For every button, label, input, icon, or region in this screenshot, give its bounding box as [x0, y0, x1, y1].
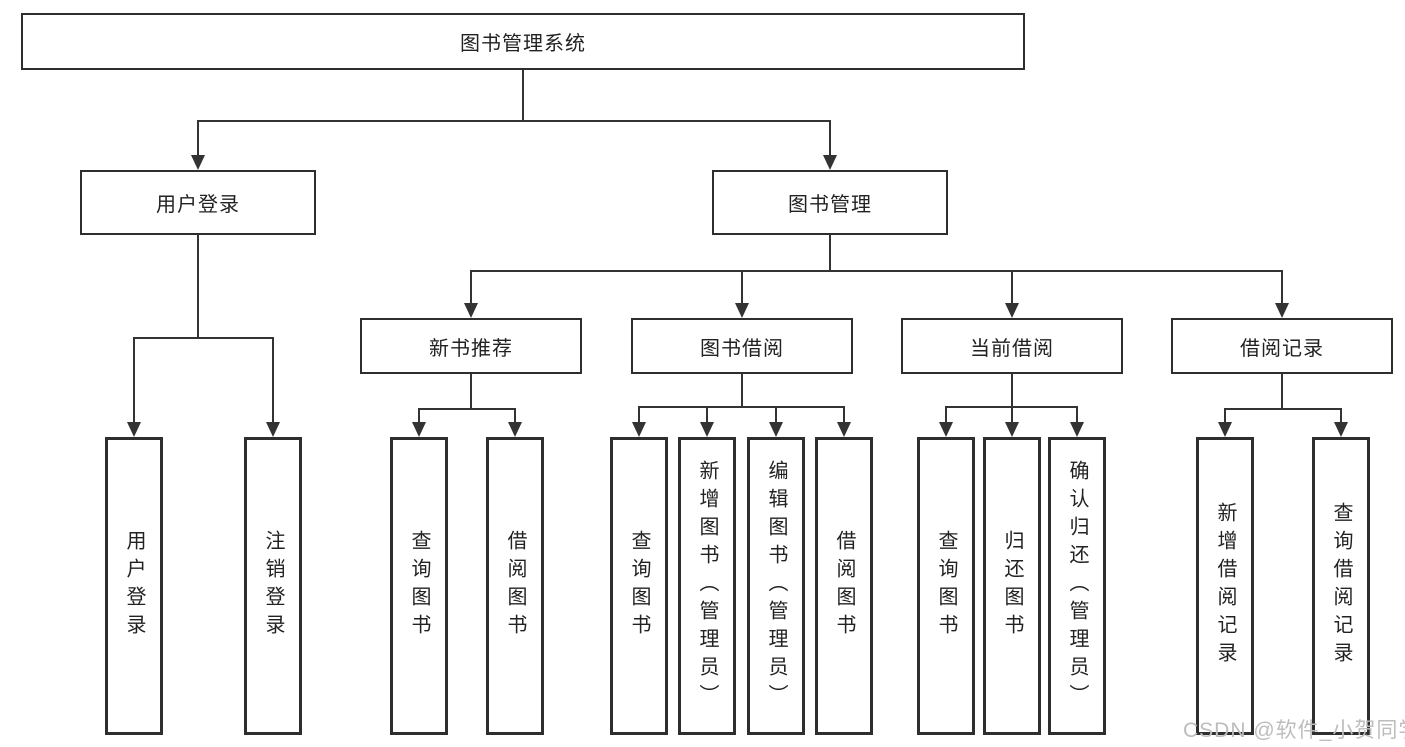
- connector-line: [638, 406, 640, 422]
- connector-line: [1281, 374, 1283, 408]
- node-label: 借阅记录: [1240, 337, 1324, 360]
- connector-line: [843, 406, 845, 422]
- connector-line: [1076, 406, 1078, 422]
- connector-line: [706, 406, 708, 422]
- node-label: 图书管理系统: [460, 33, 586, 55]
- leaf-label: 编辑图书（管理员）: [765, 460, 787, 712]
- leaf-label: 查询图书: [628, 530, 650, 642]
- arrow-down-icon: [769, 422, 783, 437]
- connector-line: [1224, 408, 1226, 422]
- connector-line: [829, 120, 831, 155]
- node-label: 图书管理: [788, 194, 872, 216]
- connector-line: [741, 374, 743, 406]
- connector-line: [197, 120, 199, 155]
- connector-line: [1340, 408, 1342, 422]
- arrow-down-icon: [735, 303, 749, 318]
- arrow-down-icon: [464, 303, 478, 318]
- leaf-label: 借阅图书: [833, 530, 855, 642]
- arrow-down-icon: [191, 155, 205, 170]
- leaf-user-login: 用户登录: [105, 437, 163, 735]
- connector-line: [470, 374, 472, 408]
- connector-line: [1224, 408, 1342, 410]
- node-new-book-recommend: 新书推荐: [360, 318, 582, 374]
- arrow-down-icon: [266, 422, 280, 437]
- connector-line: [470, 270, 472, 303]
- node-user-login-group: 用户登录: [80, 170, 316, 235]
- connector-line: [638, 406, 845, 408]
- node-label: 图书借阅: [700, 337, 784, 360]
- connector-line: [741, 270, 743, 303]
- connector-line: [514, 408, 516, 422]
- arrow-down-icon: [412, 422, 426, 437]
- node-label: 当前借阅: [970, 337, 1054, 360]
- connector-line: [418, 408, 516, 410]
- leaf-rec-borrow-books: 借阅图书: [486, 437, 544, 735]
- leaf-label: 查询图书: [408, 530, 430, 642]
- arrow-down-icon: [837, 422, 851, 437]
- connector-line: [133, 337, 135, 422]
- connector-line: [418, 408, 420, 422]
- node-current-borrowing: 当前借阅: [901, 318, 1123, 374]
- arrow-down-icon: [700, 422, 714, 437]
- leaf-bb-borrow-books: 借阅图书: [815, 437, 873, 735]
- leaf-bb-query-books: 查询图书: [610, 437, 668, 735]
- connector-line: [272, 337, 274, 422]
- leaf-label: 查询图书: [935, 530, 957, 642]
- connector-line: [1011, 374, 1013, 406]
- leaf-cb-confirm-return-admin: 确认归还（管理员）: [1048, 437, 1106, 735]
- arrow-down-icon: [1275, 303, 1289, 318]
- arrow-down-icon: [632, 422, 646, 437]
- arrow-down-icon: [939, 422, 953, 437]
- connector-line: [1011, 406, 1013, 422]
- connector-line: [522, 70, 524, 120]
- arrow-down-icon: [508, 422, 522, 437]
- leaf-cb-query-books: 查询图书: [917, 437, 975, 735]
- connector-line: [1281, 270, 1283, 303]
- leaf-br-query-record: 查询借阅记录: [1312, 437, 1370, 735]
- connector-line: [197, 235, 199, 337]
- leaf-rec-query-books: 查询图书: [390, 437, 448, 735]
- connector-line: [197, 120, 831, 122]
- leaf-label: 注销登录: [262, 530, 284, 642]
- leaf-logout: 注销登录: [244, 437, 302, 735]
- arrow-down-icon: [1005, 422, 1019, 437]
- csdn-watermark: CSDN @软件_小贺同学: [1183, 719, 1405, 742]
- leaf-br-add-record: 新增借阅记录: [1196, 437, 1254, 735]
- leaf-bb-add-books-admin: 新增图书（管理员）: [678, 437, 736, 735]
- connector-line: [775, 406, 777, 422]
- arrow-down-icon: [1218, 422, 1232, 437]
- node-book-borrowing: 图书借阅: [631, 318, 853, 374]
- node-library-management-system: 图书管理系统: [21, 13, 1025, 70]
- connector-line: [945, 406, 947, 422]
- leaf-label: 确认归还（管理员）: [1066, 460, 1088, 712]
- leaf-label: 查询借阅记录: [1330, 502, 1352, 670]
- connector-line: [1011, 270, 1013, 303]
- node-label: 用户登录: [156, 194, 240, 216]
- leaf-label: 归还图书: [1001, 530, 1023, 642]
- arrow-down-icon: [1005, 303, 1019, 318]
- arrow-down-icon: [127, 422, 141, 437]
- node-label: 新书推荐: [429, 337, 513, 360]
- leaf-bb-edit-books-admin: 编辑图书（管理员）: [747, 437, 805, 735]
- node-borrowing-records: 借阅记录: [1171, 318, 1393, 374]
- connector-line: [470, 270, 1283, 272]
- connector-line: [133, 337, 274, 339]
- leaf-label: 新增借阅记录: [1214, 502, 1236, 670]
- leaf-label: 用户登录: [123, 530, 145, 642]
- arrow-down-icon: [1334, 422, 1348, 437]
- leaf-label: 借阅图书: [504, 530, 526, 642]
- leaf-label: 新增图书（管理员）: [696, 460, 718, 712]
- node-book-management-group: 图书管理: [712, 170, 948, 235]
- connector-line: [829, 235, 831, 270]
- arrow-down-icon: [823, 155, 837, 170]
- arrow-down-icon: [1070, 422, 1084, 437]
- leaf-cb-return-books: 归还图书: [983, 437, 1041, 735]
